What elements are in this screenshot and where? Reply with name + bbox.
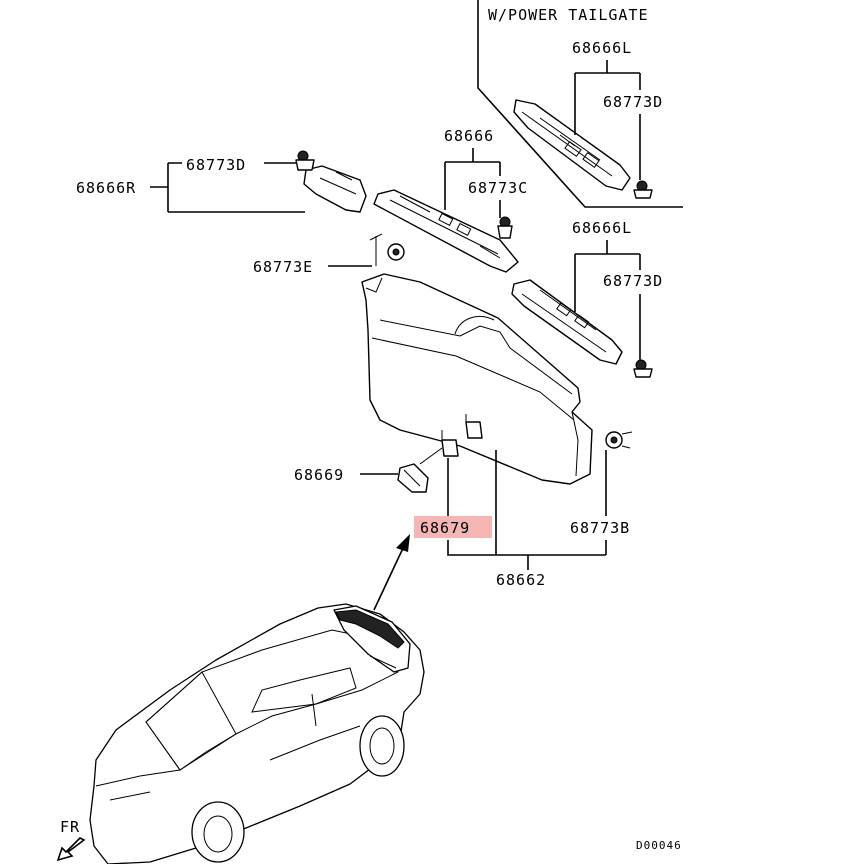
label-68666R[interactable]: 68666R xyxy=(76,179,136,197)
diagram-code: D00046 xyxy=(636,839,682,852)
label-68773D-mid[interactable]: 68773D xyxy=(603,272,663,290)
bracket-68679[interactable] xyxy=(441,414,483,457)
clip-68773B[interactable] xyxy=(605,431,633,449)
trim-68666[interactable] xyxy=(373,189,519,273)
leader-68666 xyxy=(444,148,501,210)
label-68666L-top[interactable]: 68666L xyxy=(572,39,632,57)
label-68662[interactable]: 68662 xyxy=(496,571,546,589)
clip-68773D-left[interactable] xyxy=(295,150,315,171)
label-68773D-left[interactable]: 68773D xyxy=(186,156,246,174)
label-68679-highlight xyxy=(414,516,492,538)
label-68669[interactable]: 68669 xyxy=(294,466,344,484)
trim-68666R[interactable] xyxy=(303,165,367,213)
tailgate-trim-panel-68662[interactable] xyxy=(361,273,593,485)
trim-68666L-inset[interactable] xyxy=(513,99,631,191)
clip-68773D-mid[interactable] xyxy=(633,359,653,378)
label-68679[interactable]: 68679 xyxy=(420,519,470,537)
label-68666L-mid[interactable]: 68666L xyxy=(572,219,632,237)
handle-cover-68669[interactable] xyxy=(397,447,443,493)
pointer-arrow xyxy=(373,534,410,611)
label-68773D-top[interactable]: 68773D xyxy=(603,93,663,111)
label-68773B[interactable]: 68773B xyxy=(570,519,630,537)
leader-68662 xyxy=(447,450,606,570)
power-tailgate-inset-border xyxy=(477,0,683,208)
label-68666[interactable]: 68666 xyxy=(444,127,494,145)
vehicle-outline xyxy=(89,603,425,864)
label-68773C[interactable]: 68773C xyxy=(468,179,528,197)
front-arrow-icon xyxy=(56,837,86,862)
clip-68773E[interactable] xyxy=(369,233,405,266)
label-68773E[interactable]: 68773E xyxy=(253,258,313,276)
clip-68773D-inset[interactable] xyxy=(633,180,653,199)
direction-label: FR xyxy=(60,818,80,836)
leader-68666L-mid xyxy=(574,240,641,360)
clip-68773C[interactable] xyxy=(497,216,513,239)
trim-68666L-mid[interactable] xyxy=(511,279,623,365)
power-tailgate-label: W/POWER TAILGATE xyxy=(488,6,649,24)
leader-68666L-top xyxy=(574,60,641,180)
